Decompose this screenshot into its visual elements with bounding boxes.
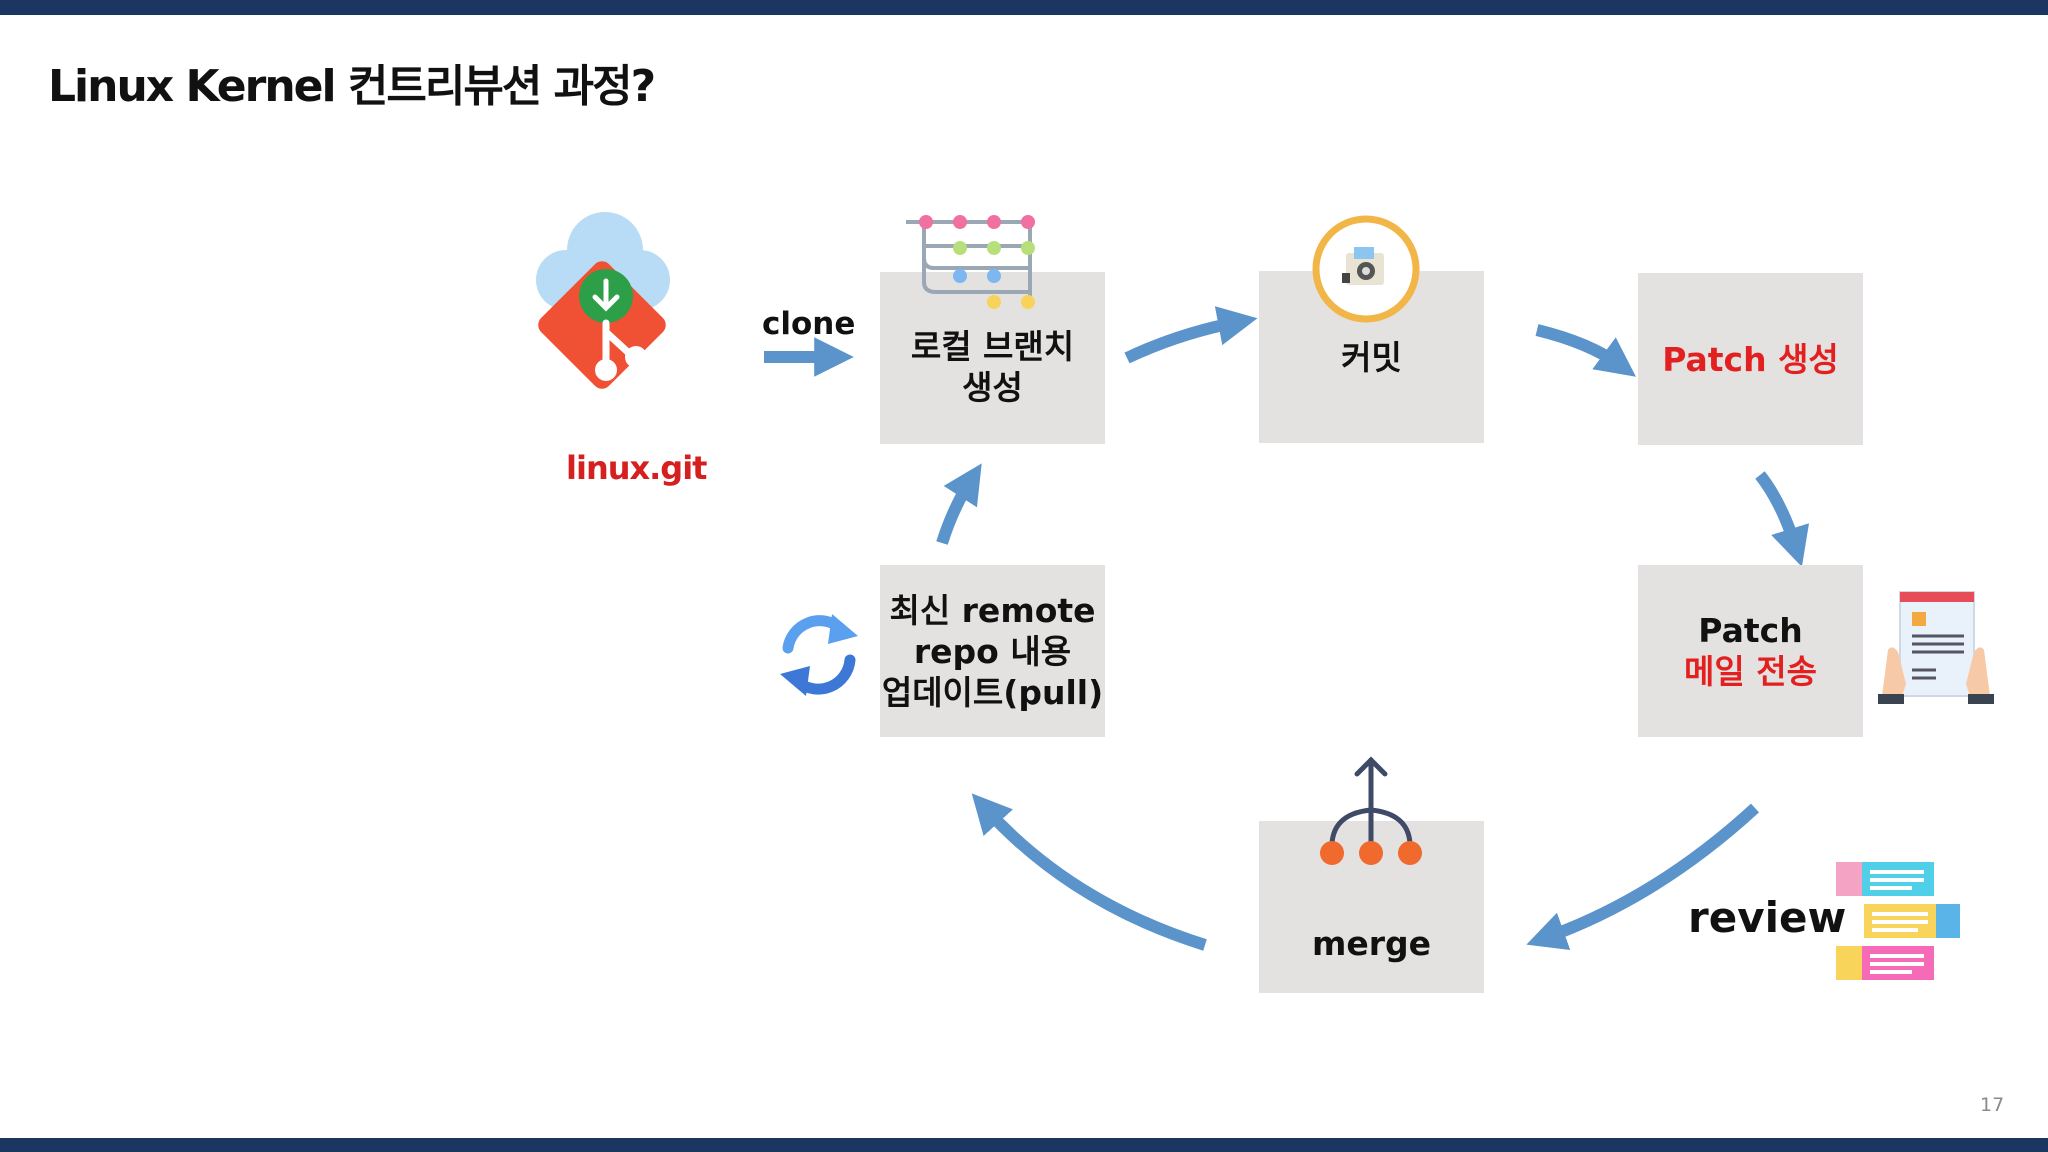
step-update-line1: 최신 remote bbox=[889, 590, 1096, 630]
step-patch-create: Patch 생성 bbox=[1638, 273, 1863, 445]
review-comments-icon bbox=[1836, 862, 1960, 980]
review-label: review bbox=[1688, 893, 1847, 942]
step-local-branch-line1: 로컬 브랜치 bbox=[910, 327, 1075, 366]
git-cloud-download-icon bbox=[536, 212, 670, 389]
footer-bar bbox=[0, 1138, 2048, 1152]
step-commit: 커밋 bbox=[1259, 271, 1484, 443]
step-patch-create-label: Patch 생성 bbox=[1662, 339, 1839, 379]
clone-label: clone bbox=[762, 306, 856, 342]
branch-graph-icon bbox=[906, 215, 1035, 309]
arrow-patch-to-mail bbox=[1755, 471, 1810, 567]
step-commit-label: 커밋 bbox=[1341, 337, 1402, 377]
step-update-line2: repo 내용 bbox=[913, 631, 1072, 671]
camera-icon bbox=[1312, 215, 1420, 323]
header-bar bbox=[0, 0, 2048, 15]
arrow-mail-to-review bbox=[1526, 803, 1760, 950]
step-patch-mail-line2: 메일 전송 bbox=[1684, 652, 1817, 691]
arrow-commit-to-patch bbox=[1535, 324, 1636, 377]
document-hands-icon bbox=[1878, 591, 1994, 704]
step-patch-mail-line1: Patch bbox=[1698, 611, 1803, 650]
step-update-pull: 최신 remote repo 내용 업데이트(pull) bbox=[880, 565, 1105, 737]
refresh-icon bbox=[780, 614, 858, 696]
arrow-local-to-commit bbox=[1124, 306, 1258, 364]
repo-label: linux.git bbox=[566, 449, 707, 487]
step-merge-label: merge bbox=[1311, 923, 1432, 963]
step-local-branch-line2: 생성 bbox=[962, 368, 1023, 407]
step-patch-mail: Patch 메일 전송 bbox=[1638, 565, 1863, 737]
slide-title: Linux Kernel 컨트리뷰션 과정? bbox=[48, 61, 656, 112]
merge-arrow-icon bbox=[1320, 756, 1422, 865]
arrow-update-to-local bbox=[936, 463, 982, 545]
step-update-line3: 업데이트(pull) bbox=[881, 672, 1104, 712]
arrow-merge-to-update bbox=[971, 793, 1207, 951]
page-number: 17 bbox=[1980, 1094, 2005, 1116]
